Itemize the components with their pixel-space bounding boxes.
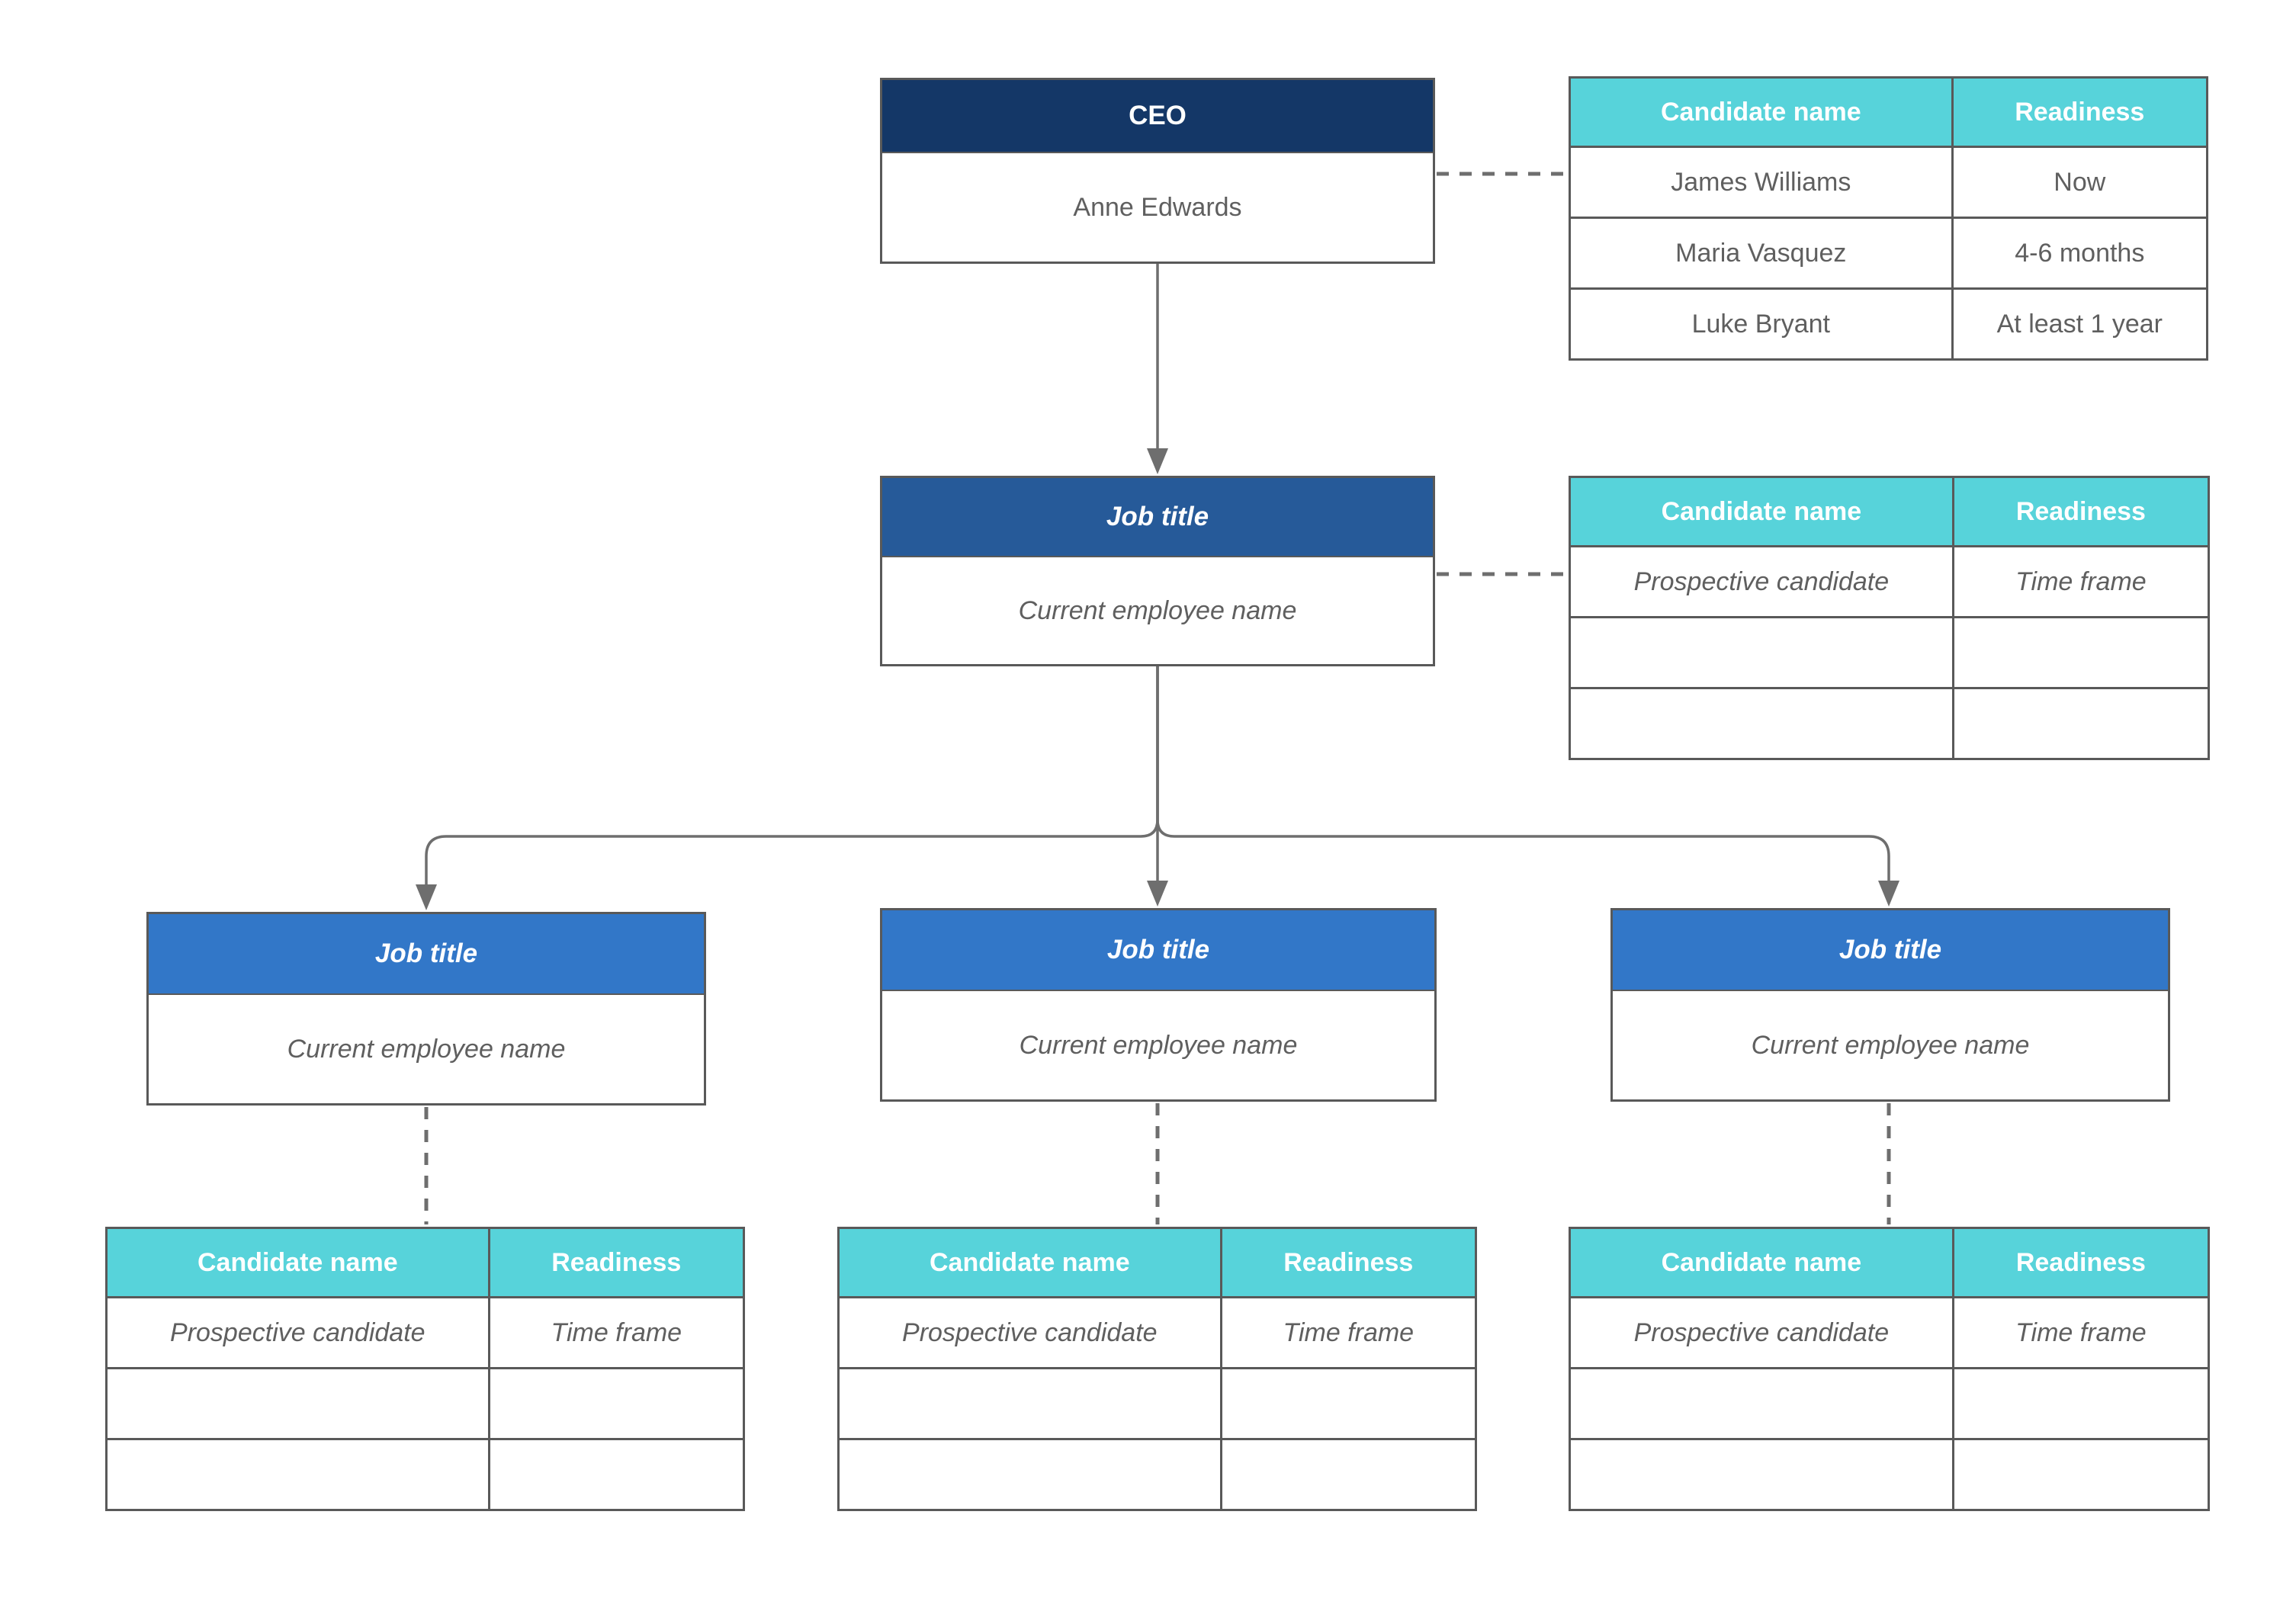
org-node-ceo-body: Anne Edwards	[882, 153, 1433, 262]
org-node-manager-title: Job title	[1106, 502, 1209, 531]
col-readiness: Readiness	[1219, 1227, 1478, 1298]
readiness-cell: Time frame	[1951, 545, 2211, 618]
table-header-row: Candidate name Readiness	[837, 1227, 1478, 1298]
org-node-child2-employee: Current employee name	[1019, 1030, 1298, 1060]
col-readiness: Readiness	[1951, 476, 2211, 547]
col-candidate-name: Candidate name	[1569, 476, 1954, 547]
org-node-ceo-header: CEO	[882, 80, 1433, 153]
org-node-ceo-employee: Anne Edwards	[1073, 192, 1242, 222]
col-candidate-name: Candidate name	[105, 1227, 490, 1298]
readiness-cell	[1951, 616, 2211, 689]
succession-table-manager[interactable]: Candidate name Readiness Prospective can…	[1569, 476, 2211, 760]
candidate-name-cell	[1569, 1367, 1954, 1440]
candidate-name-cell: Prospective candidate	[1569, 545, 1954, 618]
readiness-cell	[1219, 1367, 1478, 1440]
org-node-manager-body: Current employee name	[882, 557, 1433, 664]
org-node-child2[interactable]: Job title Current employee name	[880, 908, 1437, 1102]
arrowhead-icon	[1878, 881, 1899, 907]
org-node-child3-body: Current employee name	[1613, 991, 2168, 1099]
org-node-child3-employee: Current employee name	[1751, 1030, 2030, 1060]
org-node-child1[interactable]: Job title Current employee name	[146, 912, 706, 1106]
candidate-name-cell	[1569, 616, 1954, 689]
org-node-manager[interactable]: Job title Current employee name	[880, 476, 1435, 666]
readiness-cell: Time frame	[1219, 1296, 1478, 1369]
col-candidate-name: Candidate name	[1569, 1227, 1954, 1298]
table-header-row: Candidate name Readiness	[1569, 76, 2209, 148]
table-row: Prospective candidate Time frame	[1569, 545, 2211, 618]
succession-table-child3[interactable]: Candidate name Readiness Prospective can…	[1569, 1227, 2211, 1511]
org-node-child2-body: Current employee name	[882, 991, 1434, 1099]
table-row: James Williams Now	[1569, 146, 2209, 219]
readiness-cell	[1951, 1438, 2211, 1511]
table-row: Maria Vasquez 4-6 months	[1569, 217, 2209, 290]
readiness-cell: Time frame	[1951, 1296, 2211, 1369]
arrowhead-icon	[1147, 881, 1168, 907]
org-node-child1-title: Job title	[374, 939, 478, 968]
candidate-name-cell: Maria Vasquez	[1569, 217, 1954, 290]
readiness-cell: 4-6 months	[1951, 217, 2209, 290]
table-row: Prospective candidate Time frame	[1569, 1296, 2211, 1369]
candidate-name-cell: Prospective candidate	[105, 1296, 490, 1369]
edge-manager-to-child1	[425, 666, 1159, 884]
candidate-name-cell: Prospective candidate	[837, 1296, 1222, 1369]
org-node-child2-header: Job title	[882, 910, 1434, 991]
col-readiness: Readiness	[1951, 1227, 2211, 1298]
succession-table-child2[interactable]: Candidate name Readiness Prospective can…	[837, 1227, 1478, 1511]
col-readiness: Readiness	[487, 1227, 746, 1298]
candidate-name-cell: Prospective candidate	[1569, 1296, 1954, 1369]
candidate-name-cell	[837, 1438, 1222, 1511]
readiness-cell	[1219, 1438, 1478, 1511]
candidate-name-cell: Luke Bryant	[1569, 287, 1954, 361]
readiness-cell: Now	[1951, 146, 2209, 219]
org-node-child3-header: Job title	[1613, 910, 2168, 991]
candidate-name-cell	[837, 1367, 1222, 1440]
table-row	[1569, 616, 2211, 689]
table-row	[1569, 1367, 2211, 1440]
org-node-manager-header: Job title	[882, 478, 1433, 557]
table-row: Prospective candidate Time frame	[105, 1296, 746, 1369]
org-node-child3[interactable]: Job title Current employee name	[1610, 908, 2170, 1102]
table-row: Prospective candidate Time frame	[837, 1296, 1478, 1369]
candidate-name-cell	[1569, 1438, 1954, 1511]
arrowhead-icon	[1147, 448, 1168, 474]
table-header-row: Candidate name Readiness	[1569, 476, 2211, 547]
col-readiness: Readiness	[1951, 76, 2209, 148]
table-row	[1569, 1438, 2211, 1511]
table-row	[1569, 687, 2211, 760]
candidate-name-cell	[105, 1367, 490, 1440]
readiness-cell: At least 1 year	[1951, 287, 2209, 361]
candidate-name-cell: James Williams	[1569, 146, 1954, 219]
readiness-cell	[487, 1367, 746, 1440]
arrowhead-icon	[416, 884, 437, 910]
readiness-cell: Time frame	[487, 1296, 746, 1369]
readiness-cell	[1951, 687, 2211, 760]
org-node-child3-title: Job title	[1838, 935, 1942, 964]
org-node-manager-employee: Current employee name	[1018, 595, 1297, 625]
org-node-child2-title: Job title	[1106, 935, 1210, 964]
org-node-child1-header: Job title	[149, 914, 704, 995]
readiness-cell	[1951, 1367, 2211, 1440]
candidate-name-cell	[105, 1438, 490, 1511]
table-row	[837, 1367, 1478, 1440]
table-row	[837, 1438, 1478, 1511]
org-node-child1-body: Current employee name	[149, 995, 704, 1103]
candidate-name-cell	[1569, 687, 1954, 760]
org-node-ceo[interactable]: CEO Anne Edwards	[880, 78, 1435, 264]
table-row: Luke Bryant At least 1 year	[1569, 287, 2209, 361]
succession-table-child1[interactable]: Candidate name Readiness Prospective can…	[105, 1227, 746, 1511]
succession-table-ceo[interactable]: Candidate name Readiness James Williams …	[1569, 76, 2209, 361]
col-candidate-name: Candidate name	[1569, 76, 1954, 148]
col-candidate-name: Candidate name	[837, 1227, 1222, 1298]
table-header-row: Candidate name Readiness	[1569, 1227, 2211, 1298]
table-header-row: Candidate name Readiness	[105, 1227, 746, 1298]
org-node-ceo-title: CEO	[1129, 101, 1187, 130]
org-node-child1-employee: Current employee name	[287, 1034, 566, 1064]
table-row	[105, 1367, 746, 1440]
table-row	[105, 1438, 746, 1511]
readiness-cell	[487, 1438, 746, 1511]
